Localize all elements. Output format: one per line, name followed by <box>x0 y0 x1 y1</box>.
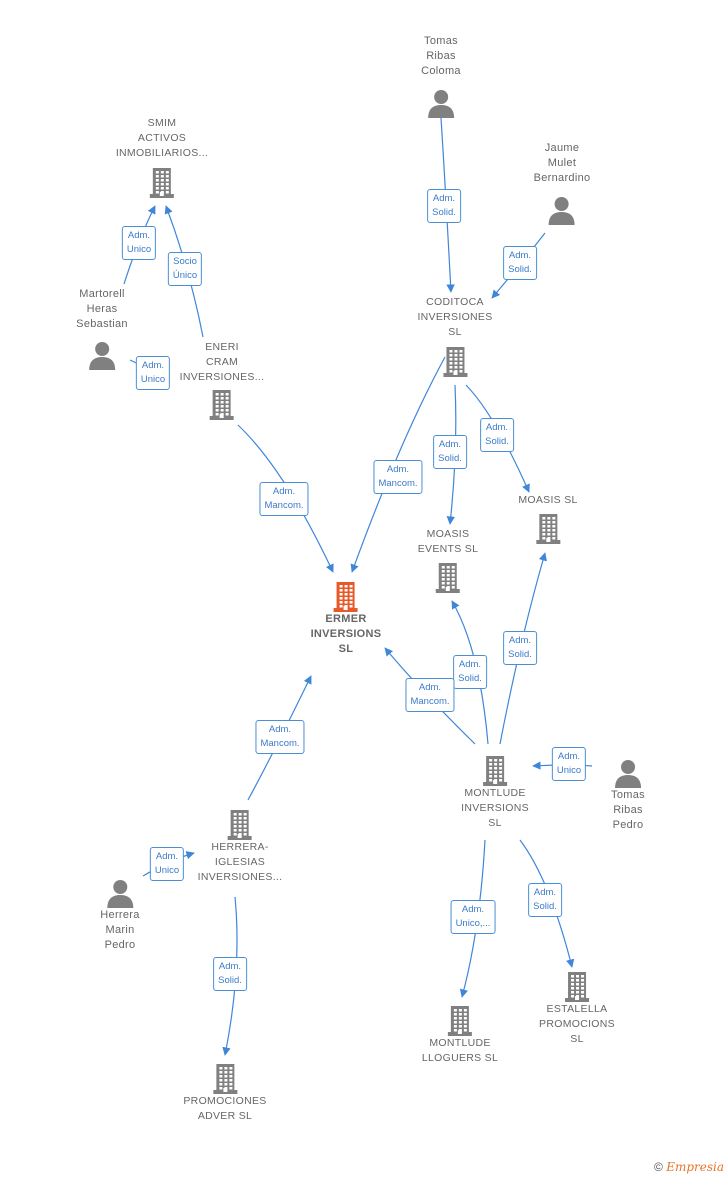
relation-badge[interactable]: Adm. Solid. <box>503 246 537 280</box>
node-label: SMIM ACTIVOS INMOBILIARIOS... <box>115 117 209 159</box>
footer-brand: © Empresia <box>654 1160 724 1174</box>
person-icon <box>421 88 461 118</box>
person-icon <box>611 758 645 788</box>
node-montlude_inv[interactable]: MONTLUDE INVERSIONS SL <box>461 754 529 831</box>
person-icon <box>534 195 591 225</box>
building-icon <box>418 561 478 593</box>
relation-badge[interactable]: Adm. Unico <box>121 226 157 260</box>
node-label: MOASIS SL <box>518 494 578 506</box>
node-label: Herrera Marin Pedro <box>100 909 140 951</box>
relation-badge[interactable]: Adm. Mancom. <box>255 720 305 754</box>
relation-badge[interactable]: Adm. Solid. <box>427 189 461 223</box>
node-promociones_adver[interactable]: PROMOCIONES ADVER SL <box>183 1062 266 1124</box>
node-estalella[interactable]: ESTALELLA PROMOCIONS SL <box>539 970 615 1047</box>
building-icon <box>417 345 492 377</box>
relation-badge[interactable]: Adm. Solid. <box>453 655 487 689</box>
node-label: PROMOCIONES ADVER SL <box>183 1095 267 1122</box>
node-herrera_marin[interactable]: Herrera Marin Pedro <box>100 878 139 953</box>
relation-badge[interactable]: Adm. Mancom. <box>259 482 309 516</box>
building-icon <box>422 1004 498 1036</box>
relation-badge[interactable]: Adm. Mancom. <box>405 678 455 712</box>
node-label: ESTALELLA PROMOCIONS SL <box>539 1003 615 1045</box>
node-label: Tomas Ribas Coloma <box>421 35 461 77</box>
building-icon <box>198 808 283 840</box>
relation-badge[interactable]: Adm. Mancom. <box>373 460 423 494</box>
building-icon <box>180 388 265 420</box>
node-label: MOASIS EVENTS SL <box>417 528 479 555</box>
node-label: CODITOCA INVERSIONES SL <box>417 296 493 338</box>
building-icon <box>311 580 382 612</box>
node-ermer[interactable]: ERMER INVERSIONS SL <box>311 580 382 657</box>
node-label: HERRERA- IGLESIAS INVERSIONES... <box>197 841 283 883</box>
node-label: Jaume Mulet Bernardino <box>533 142 591 184</box>
building-icon <box>116 166 208 198</box>
node-coditoca[interactable]: CODITOCA INVERSIONES SL <box>417 295 492 377</box>
node-label: MONTLUDE LLOGUERS SL <box>421 1037 499 1064</box>
edge-coditoca-ermer <box>350 356 446 573</box>
person-icon <box>76 340 128 370</box>
relation-badge[interactable]: Adm. Solid. <box>213 957 247 991</box>
person-icon <box>100 878 139 908</box>
node-label: Tomas Ribas Pedro <box>611 789 645 831</box>
relation-badge[interactable]: Adm. Unico,... <box>450 900 496 934</box>
relation-badge[interactable]: Adm. Solid. <box>528 883 562 917</box>
node-jaume_mulet[interactable]: Jaume Mulet Bernardino <box>534 141 591 225</box>
node-smim[interactable]: SMIM ACTIVOS INMOBILIARIOS... <box>116 116 208 198</box>
node-moasis[interactable]: MOASIS SL <box>518 493 577 544</box>
brand-logo[interactable]: Empresia <box>666 1160 724 1174</box>
node-label: ERMER INVERSIONS SL <box>310 613 382 655</box>
node-label: Martorell Heras Sebastian <box>76 288 128 330</box>
relation-badge[interactable]: Adm. Unico <box>149 847 185 881</box>
node-herrera_iglesias[interactable]: HERRERA- IGLESIAS INVERSIONES... <box>198 808 283 885</box>
building-icon <box>461 754 529 786</box>
node-tomas_ribas_coloma[interactable]: Tomas Ribas Coloma <box>421 34 461 118</box>
building-icon <box>539 970 615 1002</box>
node-label: ENERI CRAM INVERSIONES... <box>179 341 265 383</box>
relation-badge[interactable]: Socio Único <box>167 252 203 286</box>
node-moasis_events[interactable]: MOASIS EVENTS SL <box>418 527 478 593</box>
node-eneri[interactable]: ENERI CRAM INVERSIONES... <box>180 340 265 420</box>
copyright-symbol: © <box>654 1160 663 1174</box>
building-icon <box>518 512 577 544</box>
building-icon <box>183 1062 266 1094</box>
relation-badge[interactable]: Adm. Solid. <box>433 435 467 469</box>
relation-badge[interactable]: Adm. Unico <box>551 747 587 781</box>
node-tomas_ribas_pedro[interactable]: Tomas Ribas Pedro <box>611 758 645 833</box>
relation-badge[interactable]: Adm. Solid. <box>503 631 537 665</box>
node-montlude_llog[interactable]: MONTLUDE LLOGUERS SL <box>422 1004 498 1066</box>
relation-badge[interactable]: Adm. Unico <box>135 356 171 390</box>
node-label: MONTLUDE INVERSIONS SL <box>461 787 529 829</box>
node-martorell[interactable]: Martorell Heras Sebastian <box>76 287 128 370</box>
relation-badge[interactable]: Adm. Solid. <box>480 418 514 452</box>
